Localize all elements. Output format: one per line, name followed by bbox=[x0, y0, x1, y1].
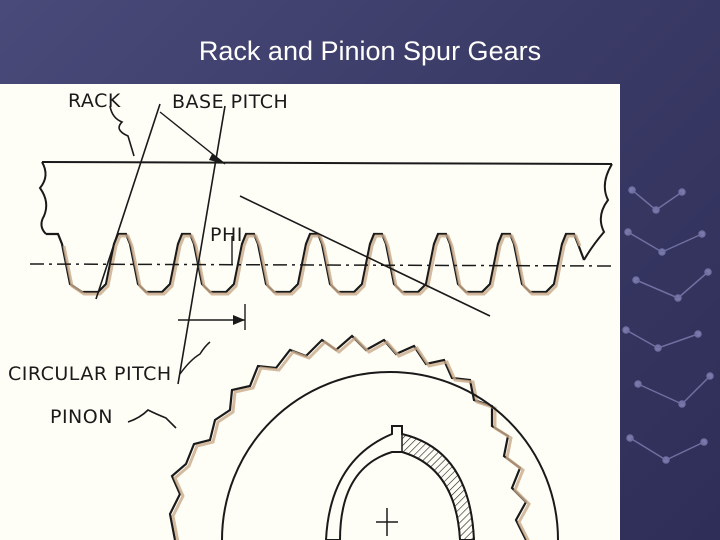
pressure-angle-line bbox=[239, 195, 491, 317]
hub-hatched-section bbox=[401, 433, 475, 540]
phi-label: PHI bbox=[210, 224, 243, 246]
rack-left-break bbox=[38, 161, 48, 235]
base-pitch-line-right bbox=[177, 105, 226, 385]
base-pitch-arrow bbox=[209, 154, 225, 164]
rack-top-edge bbox=[41, 161, 613, 165]
rack-and-pinion-diagram bbox=[29, 103, 613, 540]
pinion-teeth-shading bbox=[171, 335, 531, 540]
base-pitch-label: BASE PITCH bbox=[172, 91, 289, 113]
circular-pitch-leader bbox=[179, 341, 211, 375]
rack-teeth bbox=[46, 232, 586, 294]
pitch-line bbox=[29, 263, 613, 267]
background-decoration bbox=[622, 186, 714, 464]
rack-right-break bbox=[583, 163, 613, 261]
rack-teeth-shading bbox=[62, 234, 582, 296]
base-pitch-dimension bbox=[159, 111, 226, 165]
rack-label: RACK bbox=[68, 90, 121, 112]
rack-leader bbox=[109, 105, 135, 157]
circular-pitch-label: CIRCULAR PITCH bbox=[8, 363, 172, 385]
gear-diagram-panel: RACK BASE PITCH PHI CIRCULAR PITCH PINON bbox=[0, 84, 620, 540]
base-pitch-line-left bbox=[95, 103, 161, 300]
slide-title: Rack and Pinion Spur Gears bbox=[198, 36, 542, 66]
circular-pitch-arrow bbox=[233, 315, 245, 325]
pinion-leader bbox=[127, 409, 177, 429]
pinion-teeth bbox=[168, 334, 528, 540]
pinion-label: PINON bbox=[50, 406, 113, 428]
pinion-web-arc bbox=[221, 371, 559, 540]
